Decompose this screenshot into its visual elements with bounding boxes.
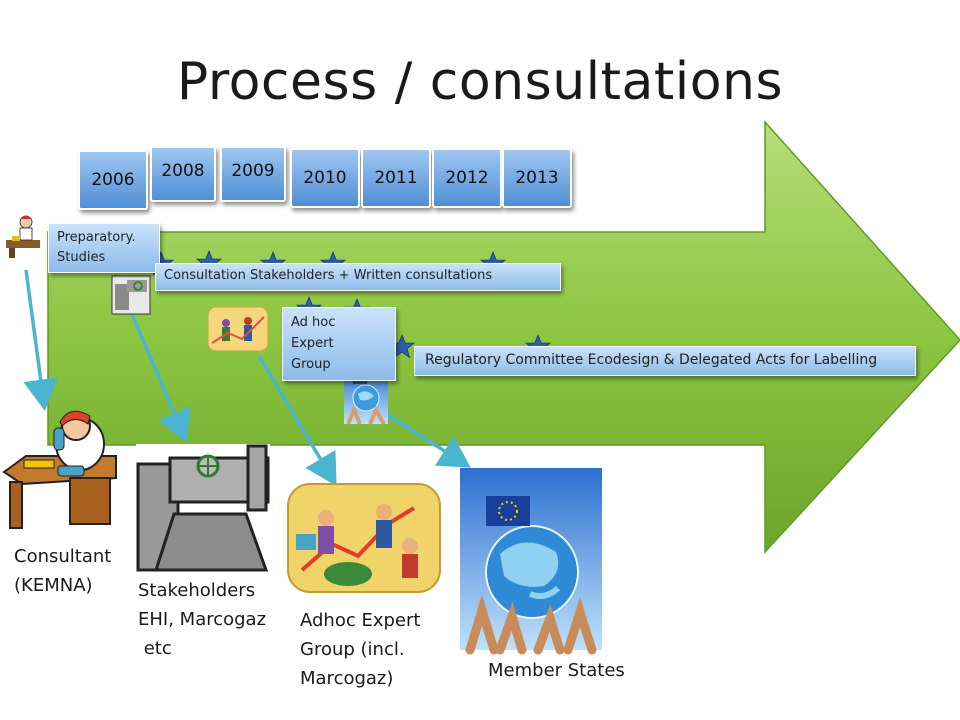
slide-title: Process / consultations xyxy=(176,52,784,112)
pipes-icon xyxy=(111,275,151,315)
member-states-illustration xyxy=(460,468,602,655)
year-2012: 2012 xyxy=(432,148,502,208)
pipes-illustration xyxy=(136,444,270,572)
year-2006: 2006 xyxy=(78,150,148,210)
year-2013: 2013 xyxy=(502,148,572,208)
expert-group-illustration xyxy=(287,483,441,593)
consultant-illustration xyxy=(2,410,117,529)
regulatory-committee-box: Regulatory Committee Ecodesign & Delegat… xyxy=(414,346,916,376)
year-2009: 2009 xyxy=(220,146,286,202)
consultant-icon xyxy=(6,215,40,258)
adhoc-expert-group-box: Ad hoc Expert Group xyxy=(282,307,396,381)
expert-group-icon xyxy=(207,306,269,352)
eu-flag-icon xyxy=(486,496,530,526)
year-2010: 2010 xyxy=(290,148,360,208)
member-states-label: Member States xyxy=(488,660,625,681)
stakeholders-label: Stakeholders EHI, Marcogaz etc xyxy=(138,580,267,659)
preparatory-studies-box: Preparatory. Studies xyxy=(48,223,160,273)
connector-arrows xyxy=(23,269,471,487)
consultation-box: Consultation Stakeholders + Written cons… xyxy=(155,263,561,291)
adhoc-group-label: Adhoc Expert Group (incl. Marcogaz) xyxy=(300,610,421,689)
year-2008: 2008 xyxy=(150,146,216,202)
year-2011: 2011 xyxy=(361,148,431,208)
consultant-label: Consultant (KEMNA) xyxy=(14,546,112,596)
